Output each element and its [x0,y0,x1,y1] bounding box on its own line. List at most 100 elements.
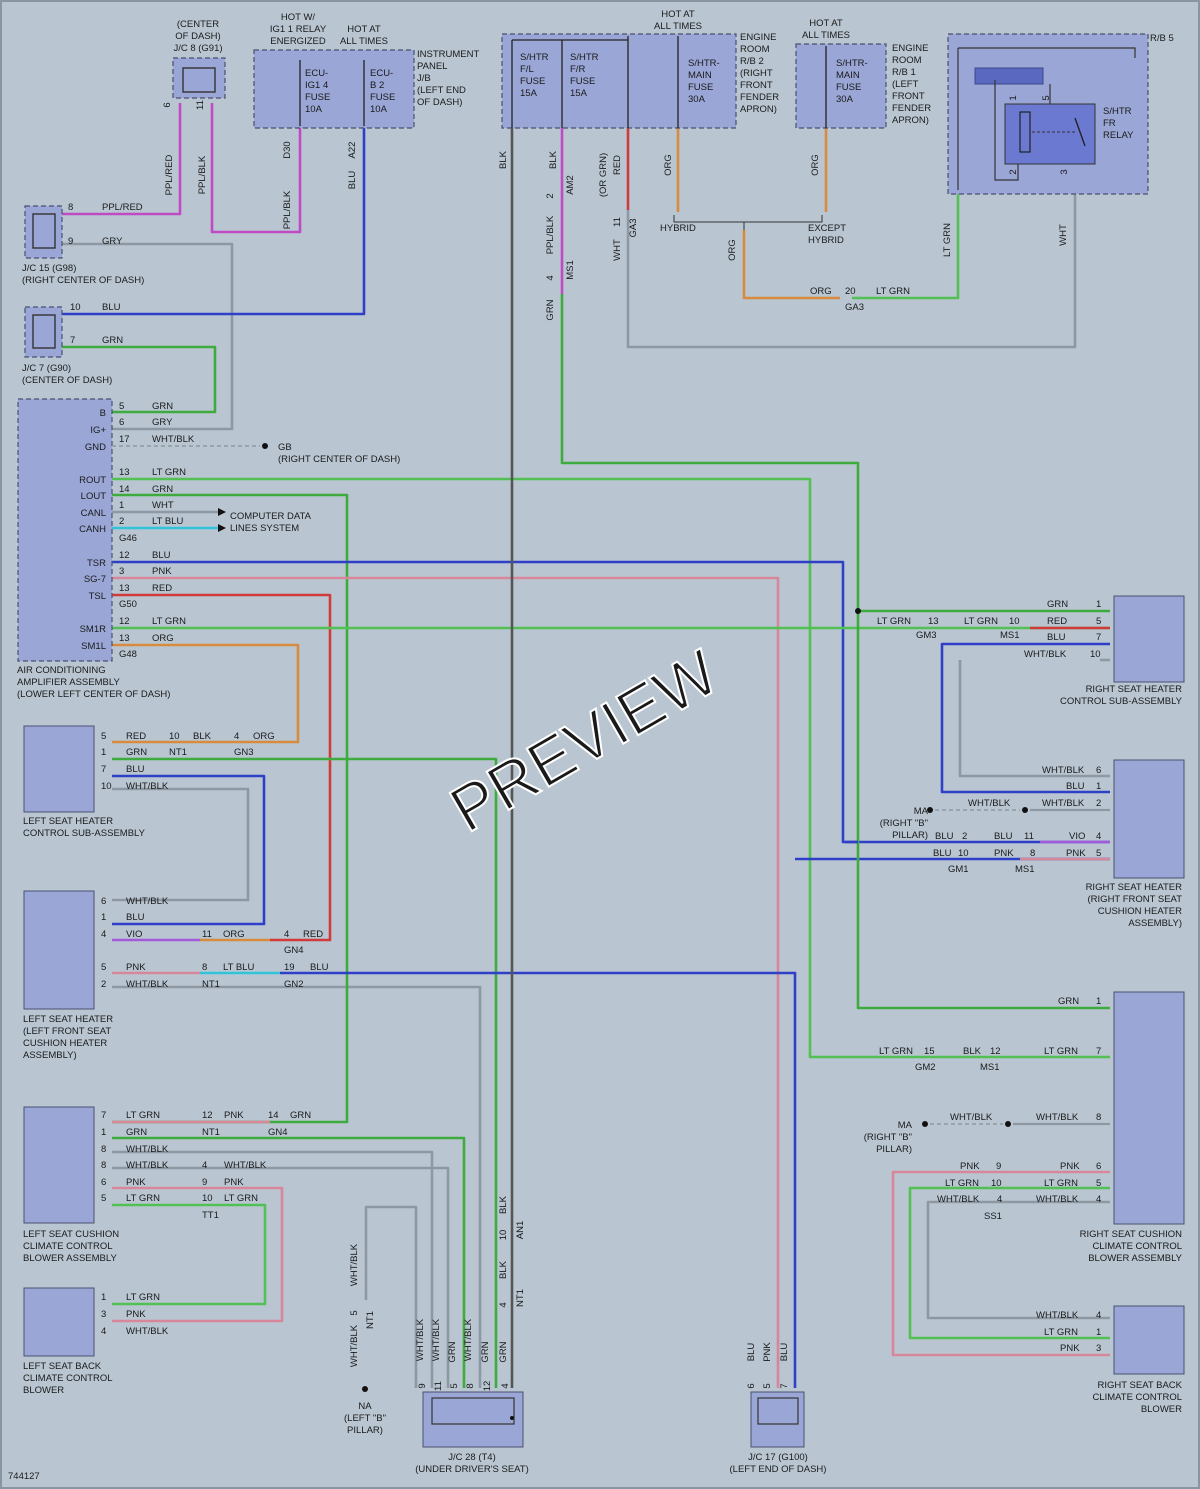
jc28-label: J/C 28 (T4)(UNDER DRIVER'S SEAT) [415,1452,529,1475]
wires-gray [60,190,1110,1388]
wire-label: LT GRN [945,1178,979,1189]
wire-label: 1 [1096,781,1101,792]
wire-label: 4 [1096,831,1101,842]
wire-label: LT GRN [877,616,911,627]
wire-label: 9 [68,236,73,247]
wire-label: 5 [762,1383,773,1388]
wire-label: 7 [70,335,75,346]
amp-pin-ig: IG+ [90,425,106,436]
jc17-label: J/C 17 (G100)(LEFT END OF DASH) [730,1452,827,1475]
wire-label: PPL/BLK [197,155,208,194]
wire-label: 6 [101,896,106,907]
wire-label: NT1 [202,979,220,990]
wire-label: LT GRN [126,1110,160,1121]
wire-label: LT GRN [964,616,998,627]
diagram-id: 744127 [8,1471,40,1482]
wire-label: PNK [152,566,172,577]
hybrid-label: HYBRID [660,223,696,234]
wire-label: WHT/BLK [1036,1194,1079,1205]
wire-label: AM2 [565,175,576,195]
wire-label: 5 [449,1383,460,1388]
wire-label: WHT/BLK [1036,1112,1079,1123]
wire-label: ORG [810,286,832,297]
wire-label: NT1 [365,1311,376,1329]
wire-label: 11 [433,1381,444,1391]
wire-label: 2 [119,516,124,527]
wire-label: BLU [994,831,1013,842]
wire-label: 13 [928,616,939,627]
wire-label: 3 [101,1309,106,1320]
amp-g50: G50 [119,599,137,610]
wire-label: BLU [102,302,121,313]
wire-label: 2 [101,979,106,990]
wire-label: 4 [500,1383,511,1388]
wire-label: NT1 [202,1127,220,1138]
wire-label: WHT [152,500,174,511]
wire-label: GRN [480,1341,491,1362]
wire-label: PNK [960,1161,980,1172]
wire-label: 13 [119,633,130,644]
amp-g46: G46 [119,533,137,544]
wire-label: 1 [1096,1327,1101,1338]
wire-label: NT1 [515,1289,526,1307]
wire-label: WHT [612,239,623,261]
wire-label: 3 [119,566,124,577]
wire-label: 2 [1096,798,1101,809]
wire-label: GRN [126,747,147,758]
wire-label: 1 [101,747,106,758]
wire-label: GRN [126,1127,147,1138]
wire-label: 14 [268,1110,279,1121]
wire-label: BLK [498,150,509,169]
wire-label: LT GRN [1044,1046,1078,1057]
wire-label: 2 [1008,169,1019,174]
wire-label: 10 [101,781,112,792]
wire-label: LT GRN [942,223,953,257]
wire-label: PNK [126,1177,146,1188]
wire-label: 6 [1096,765,1101,776]
wire-label: D30 [282,141,293,158]
wire-label: 1 [1096,996,1101,1007]
wires-colored [60,103,1110,1388]
wire-label: BLU [746,1343,757,1362]
gb-label: GB(RIGHT CENTER OF DASH) [278,442,400,465]
amp-pin-canh: CANH [79,524,106,535]
wire-label: GRN [290,1110,311,1121]
wire-label: 10 [1090,649,1101,660]
wire-label: PNK [1060,1161,1080,1172]
wire-label: WHT/BLK [1042,798,1085,809]
wire-label: 5 [101,962,106,973]
wire-label: 6 [162,102,173,107]
wire-label: WHT/BLK [950,1112,993,1123]
wire-label: WHT/BLK [126,1160,169,1171]
jc7-label: J/C 7 (G90)(CENTER OF DASH) [22,363,112,386]
wire-label: WHT/BLK [349,1324,360,1367]
amp-pin-sm1l: SM1L [81,641,106,652]
amp-pin-tsl: TSL [89,591,106,602]
wire-label: GRN [152,401,173,412]
wire-label: ORG [663,154,674,176]
wire-label: (OR GRN) [598,153,609,197]
wire-label: BLU [152,550,171,561]
wire-label: 4 [234,731,239,742]
wire-label: 5 [1096,616,1101,627]
wire-label: GRN [152,484,173,495]
rb5-label: R/B 5 [1150,33,1174,44]
wire-label: 10 [1009,616,1020,627]
wire-label: 8 [465,1383,476,1388]
wire-label: 12 [482,1381,493,1392]
wire-label: WHT/BLK [415,1318,426,1361]
wire-label: RED [612,155,623,175]
wire-label: LT GRN [1044,1327,1078,1338]
wire-label: BLK [498,1195,509,1214]
wire-label: BLU [310,962,329,973]
wire-label: 11 [202,929,212,940]
amp-pin-lout: LOUT [81,491,107,502]
